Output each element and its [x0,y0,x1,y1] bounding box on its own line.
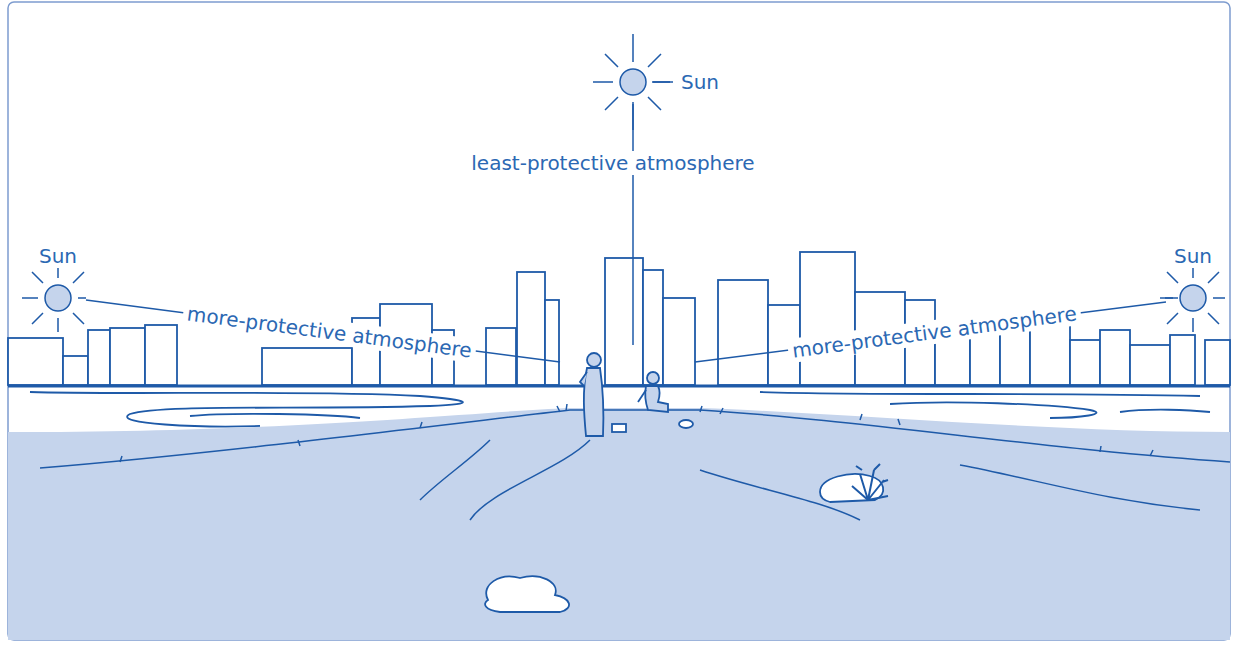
sun-symbol [22,34,1225,332]
hill [8,408,1230,640]
frame [8,2,1230,640]
atmosphere-label: more-protective atmosphere [786,301,1081,363]
people [580,353,693,436]
sun-label: Sun [35,244,81,268]
sun-label: Sun [677,70,723,94]
atmosphere-label: least-protective atmosphere [467,151,758,175]
atmosphere-label: more-protective atmosphere [181,301,476,363]
sun-label: Sun [1170,244,1216,268]
shrub [852,464,888,500]
city-skyline [8,252,1230,385]
grass [40,404,1230,520]
rocks [485,474,883,612]
horizon [8,385,1230,388]
